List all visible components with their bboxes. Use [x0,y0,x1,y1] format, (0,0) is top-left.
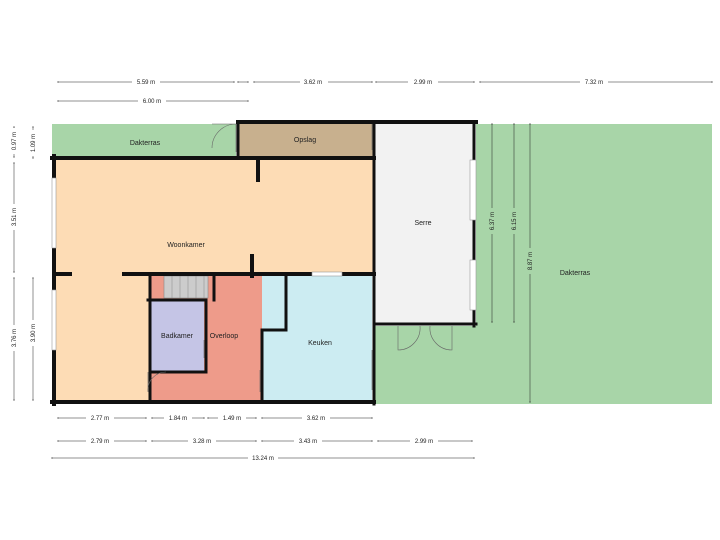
room-label-badkamer: Badkamer [161,333,194,340]
dim-left-1: 0.97 m [12,132,18,150]
kitchen-area [262,276,372,402]
dim-left-5: 3.76 m [12,329,18,347]
dim-top-4: 7.32 m [585,80,603,86]
bathroom-area [150,300,204,372]
dim-top-5: 6.00 m [143,99,161,105]
dim-right-2: 6.15 m [512,212,518,230]
dimension-labels-vertical: 0.97 m 1.09 m 3.51 m 3.90 m 3.76 m 6.37 … [10,128,534,351]
room-label-opslag: Opslag [294,137,316,144]
dim-bottom-3: 13.24 m [252,456,274,462]
dim-bottom-1a: 2.77 m [91,416,109,422]
windows [51,159,477,351]
terrace-top-area [52,124,236,158]
dimension-labels-horizontal: 5.59 m 3.62 m 2.99 m 7.32 m 6.00 m 2.77 … [86,78,608,462]
stair-treads [171,276,205,298]
dim-bottom-2d: 2.99 m [415,439,433,445]
doors [147,123,453,393]
room-label-dakterras-top: Dakterras [130,140,161,147]
stairs [163,275,209,299]
dim-right-3: 8.87 m [528,252,534,270]
terrace-right-area [476,124,712,404]
room-label-serre: Serre [414,220,431,227]
dim-bottom-2c: 3.43 m [299,439,317,445]
room-label-dakterras-right: Dakterras [560,270,591,277]
dim-bottom-2a: 2.79 m [91,439,109,445]
dim-left-4: 3.90 m [31,324,37,342]
dim-right-1: 6.37 m [490,212,496,230]
room-label-woonkamer: Woonkamer [167,242,205,249]
serre-room-area [374,124,474,324]
living-room-area [54,158,374,402]
room-label-overloop: Overloop [210,333,239,340]
dim-bottom-2b: 3.28 m [193,439,211,445]
dim-left-2: 1.09 m [31,134,37,152]
dim-left-3: 3.51 m [12,208,18,226]
room-label-keuken: Keuken [308,340,332,347]
dim-bottom-1d: 3.62 m [307,416,325,422]
storage-room-area [238,124,374,156]
dim-top-1: 5.59 m [137,80,155,86]
dim-bottom-1b: 1.84 m [169,416,187,422]
dim-bottom-1c: 1.49 m [223,416,241,422]
dim-top-3: 2.99 m [414,80,432,86]
dim-top-2: 3.62 m [304,80,322,86]
terrace-bottom-area [374,326,478,404]
